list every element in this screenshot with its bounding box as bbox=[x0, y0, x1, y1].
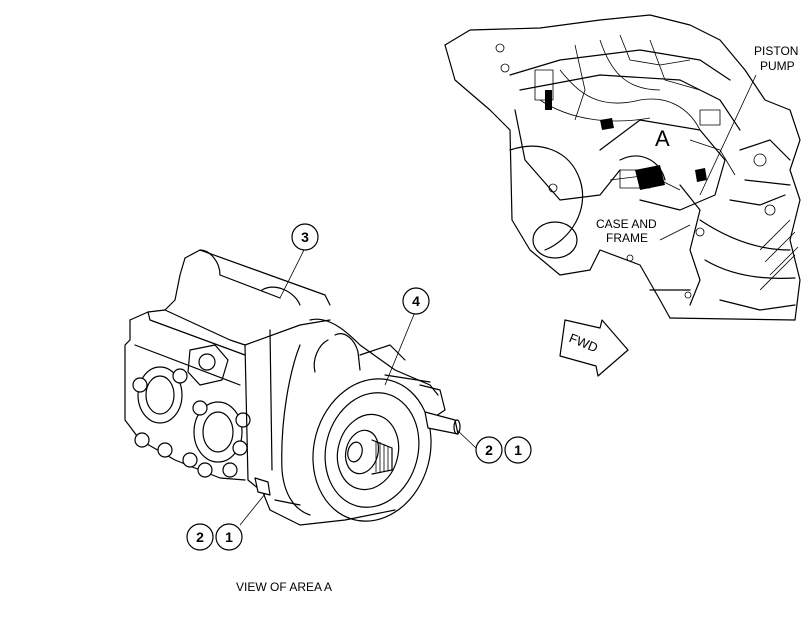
callout-item-3: 3 bbox=[291, 223, 319, 251]
callout-items-2-1-right: 2 1 bbox=[475, 436, 532, 464]
piston-pump-label-line2: PUMP bbox=[760, 59, 795, 73]
case-and-frame-label-line1: CASE AND bbox=[596, 217, 657, 231]
callout-2-lower-number: 2 bbox=[196, 529, 204, 545]
callout-1-lower-number: 1 bbox=[225, 529, 233, 545]
piston-pump-drawing bbox=[124, 249, 477, 526]
callout-items-2-1-lower: 2 1 bbox=[186, 523, 243, 551]
callout-item-4: 4 bbox=[402, 287, 430, 315]
view-caption: VIEW OF AREA A bbox=[236, 580, 332, 594]
case-and-frame-label-line2: FRAME bbox=[606, 231, 648, 245]
callout-3-number: 3 bbox=[301, 229, 309, 245]
callout-1-right-number: 1 bbox=[514, 442, 522, 458]
port-bolts bbox=[132, 368, 251, 478]
piston-pump-label-line1: PISTON bbox=[754, 44, 798, 58]
area-a-marker: A bbox=[655, 126, 670, 151]
forward-direction-arrow: FWD bbox=[559, 319, 629, 377]
callout-2-right-number: 2 bbox=[485, 442, 493, 458]
callout-4-number: 4 bbox=[412, 293, 420, 309]
machine-overview-inset bbox=[444, 14, 801, 321]
